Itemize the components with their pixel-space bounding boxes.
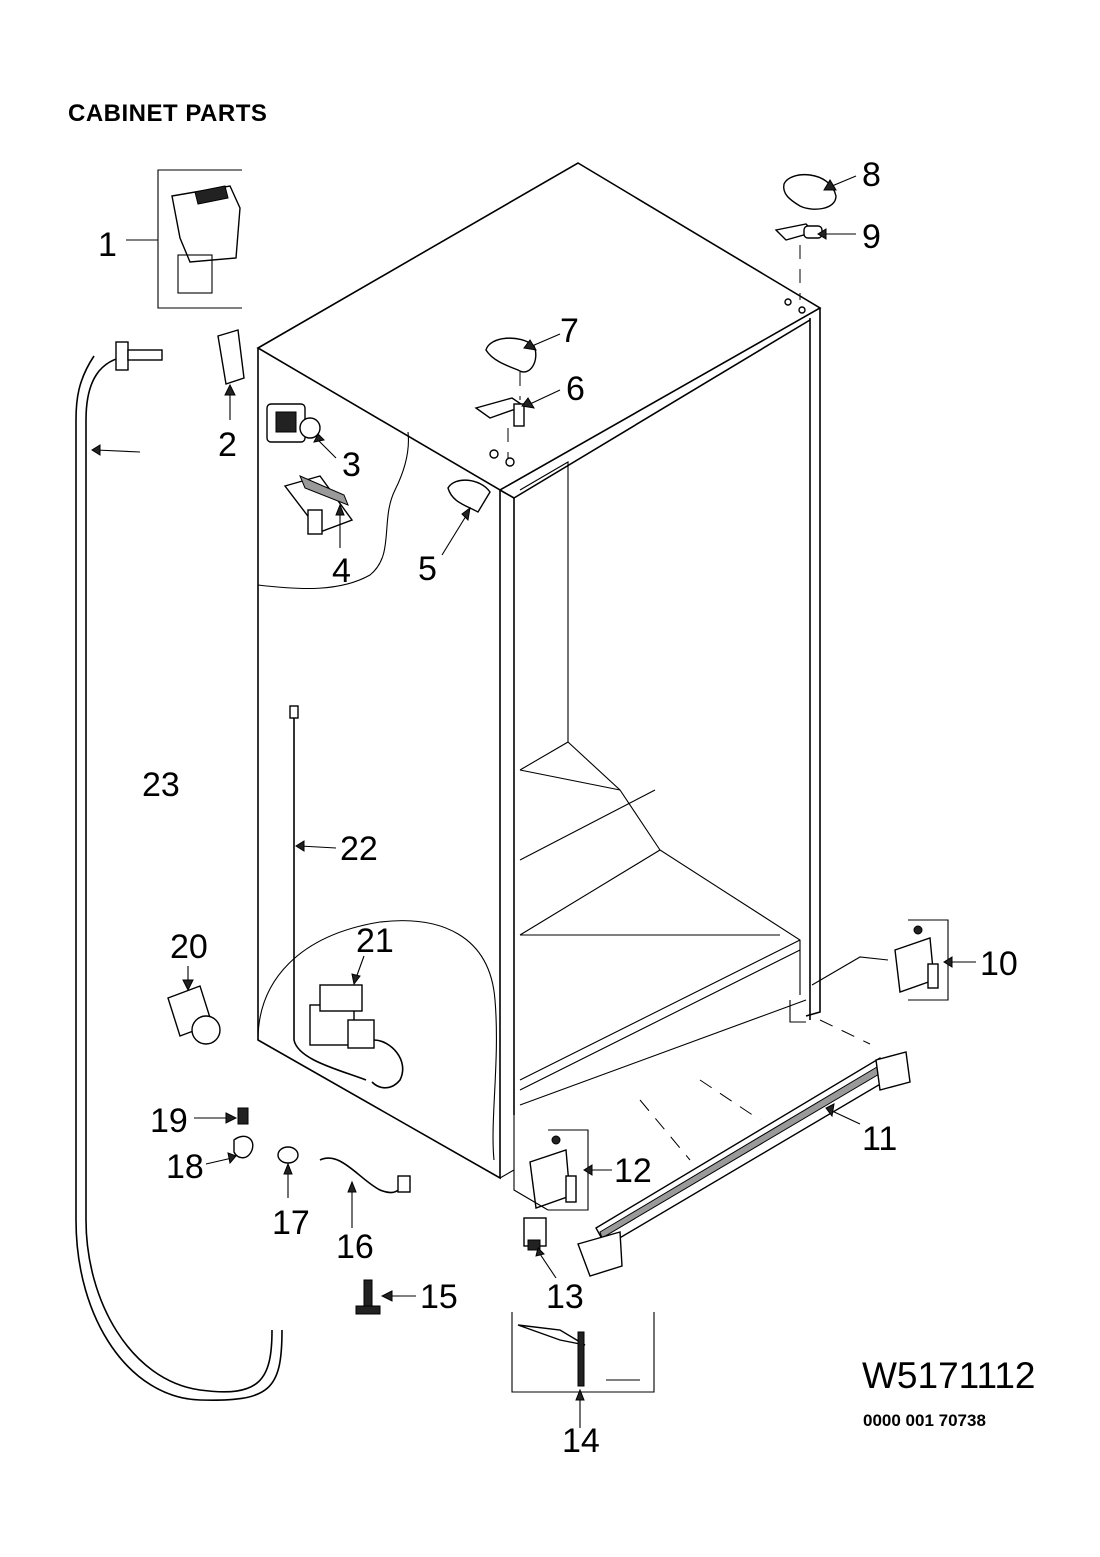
part-22-drain-tube [289, 705, 367, 1081]
part-11-base-grille [577, 1019, 911, 1277]
part-17-cap [277, 1146, 299, 1198]
callout-2: 2 [218, 426, 237, 464]
part-15-leveling-screw [355, 1279, 416, 1315]
part-16-water-tube [319, 1157, 411, 1228]
part-23-water-supply-line [75, 341, 283, 1401]
callout-17: 17 [272, 1204, 310, 1242]
document-code: 0000 001 70738 [863, 1411, 986, 1430]
callout-23: 23 [142, 766, 180, 804]
part-10-lower-hinge-kit [894, 919, 976, 1001]
cabinet-outline [256, 162, 889, 1180]
callout-5: 5 [418, 550, 437, 588]
part-21-water-valve [309, 955, 404, 1089]
part-5-light-shield [441, 479, 491, 556]
callout-20: 20 [170, 928, 208, 966]
part-20-roller [167, 966, 221, 1045]
callout-22: 22 [340, 830, 378, 868]
callout-14: 14 [562, 1422, 600, 1460]
callout-4: 4 [332, 552, 351, 590]
callout-21: 21 [356, 922, 394, 960]
callout-12: 12 [614, 1152, 652, 1190]
callout-15: 15 [420, 1278, 458, 1316]
callout-7: 7 [560, 312, 579, 350]
part-18-clip [205, 1135, 254, 1165]
part-4-switch [283, 475, 354, 548]
page-title: CABINET PARTS [68, 100, 268, 127]
callout-labels: 1 2 3 4 5 6 7 8 9 10 11 12 13 14 15 16 1… [98, 156, 1018, 1460]
callout-1: 1 [98, 226, 117, 264]
callout-3: 3 [342, 446, 361, 484]
callout-8: 8 [862, 156, 881, 194]
callout-19: 19 [150, 1102, 188, 1140]
callout-18: 18 [166, 1148, 204, 1186]
part-3-control-knob [266, 403, 337, 459]
callout-13: 13 [546, 1278, 584, 1316]
part-2-cover [217, 329, 245, 420]
model-number: W5171112 [862, 1355, 1036, 1396]
callout-16: 16 [336, 1228, 374, 1266]
callout-10: 10 [980, 945, 1018, 983]
callout-6: 6 [566, 370, 585, 408]
part-14-hardware-kit [511, 1312, 655, 1428]
part-6-7-top-hinge [474, 333, 561, 467]
callout-11: 11 [862, 1120, 897, 1158]
part-8-9-hinge-right [774, 173, 857, 314]
part-1-control-bracket-kit [126, 169, 242, 309]
part-12-hinge-kit [513, 1129, 612, 1211]
callout-9: 9 [862, 218, 881, 256]
part-13-bracket [523, 1217, 557, 1279]
part-19-screw [194, 1107, 249, 1125]
